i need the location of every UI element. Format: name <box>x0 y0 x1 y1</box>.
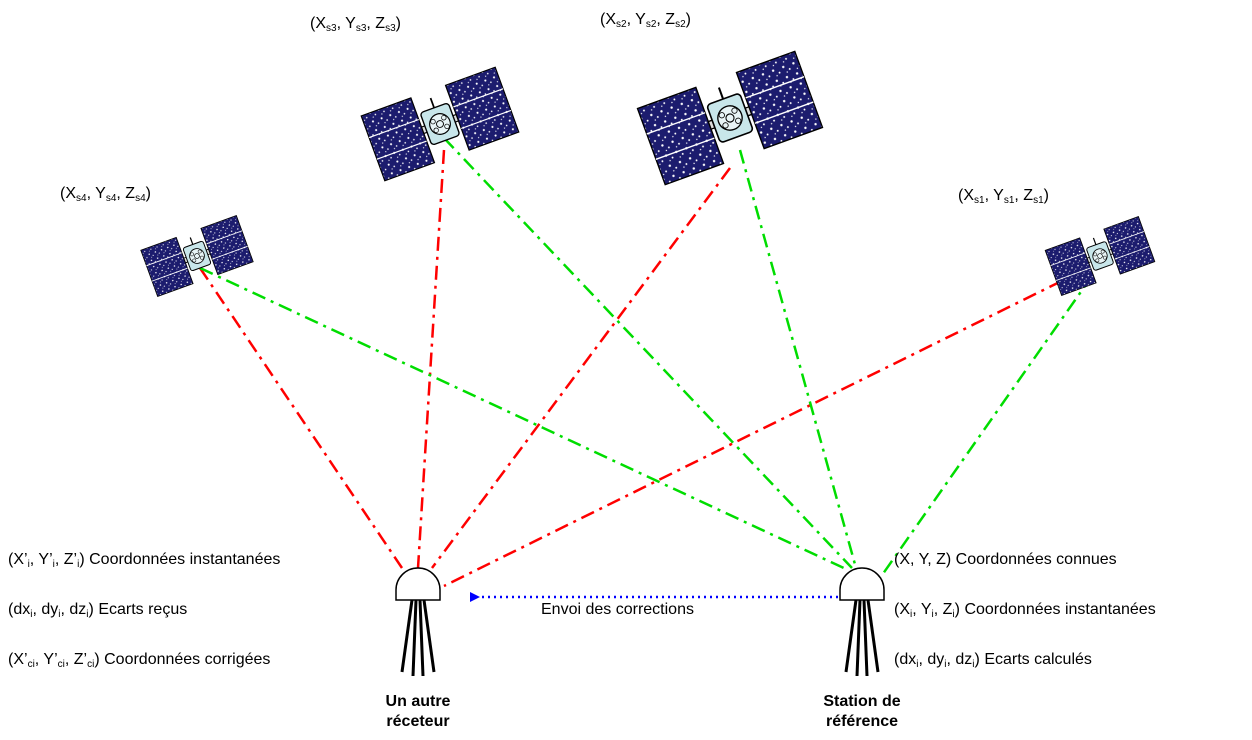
rover-coords-instant: (X’i, Y’i, Z’i) Coordonnées instantanées <box>8 551 281 570</box>
rover-rays <box>198 149 1089 588</box>
reference-gaps-computed: (dxi, dyi, dzi) Ecarts calculés <box>894 651 1092 670</box>
ray-s2-reference <box>738 149 858 569</box>
ray-s3-rover <box>416 149 446 569</box>
reference-name-line2: référence <box>825 713 899 730</box>
ray-s4-rover <box>198 267 404 569</box>
reference-station-name: Station de référence <box>802 692 922 732</box>
satellite-s3-icon <box>360 66 520 182</box>
rover-name-line2: réceteur <box>386 713 450 730</box>
ray-s1-reference <box>878 275 1094 579</box>
ray-s1-rover <box>443 266 1089 588</box>
satellite-s1-coords: (Xs1, Ys1, Zs1) <box>958 187 1049 206</box>
satellite-s1-icon <box>1044 215 1156 297</box>
rover-name: Un autre réceteur <box>358 692 478 732</box>
satellite-s2-icon <box>636 50 824 186</box>
satellite-s3-coords: (Xs3, Ys3, Zs3) <box>310 15 401 34</box>
satellite-s4-coords: (Xs4, Ys4, Zs4) <box>60 185 151 204</box>
rover-gaps-received: (dxi, dyi, dzi) Ecarts reçus <box>8 601 188 620</box>
reference-station-icon <box>838 566 886 678</box>
ray-s3-reference <box>443 137 853 569</box>
rover-name-line1: Un autre <box>385 693 451 710</box>
rover-coords-corrected: (X’ci, Y’ci, Z’ci) Coordonnées corrigées <box>8 651 271 670</box>
reference-coords-known: (X, Y, Z) Coordonnées connues <box>894 551 1117 568</box>
rover-receiver-icon <box>394 566 442 678</box>
ray-s2-rover <box>430 167 732 569</box>
ray-s4-reference <box>199 266 849 572</box>
satellite-s2-coords: (Xs2, Ys2, Zs2) <box>600 11 691 30</box>
correction-label: Envoi des corrections <box>541 601 694 618</box>
reference-rays <box>199 137 1094 579</box>
reference-name-line1: Station de <box>823 693 901 710</box>
reference-coords-instant: (Xi, Yi, Zi) Coordonnées instantanées <box>894 601 1156 620</box>
